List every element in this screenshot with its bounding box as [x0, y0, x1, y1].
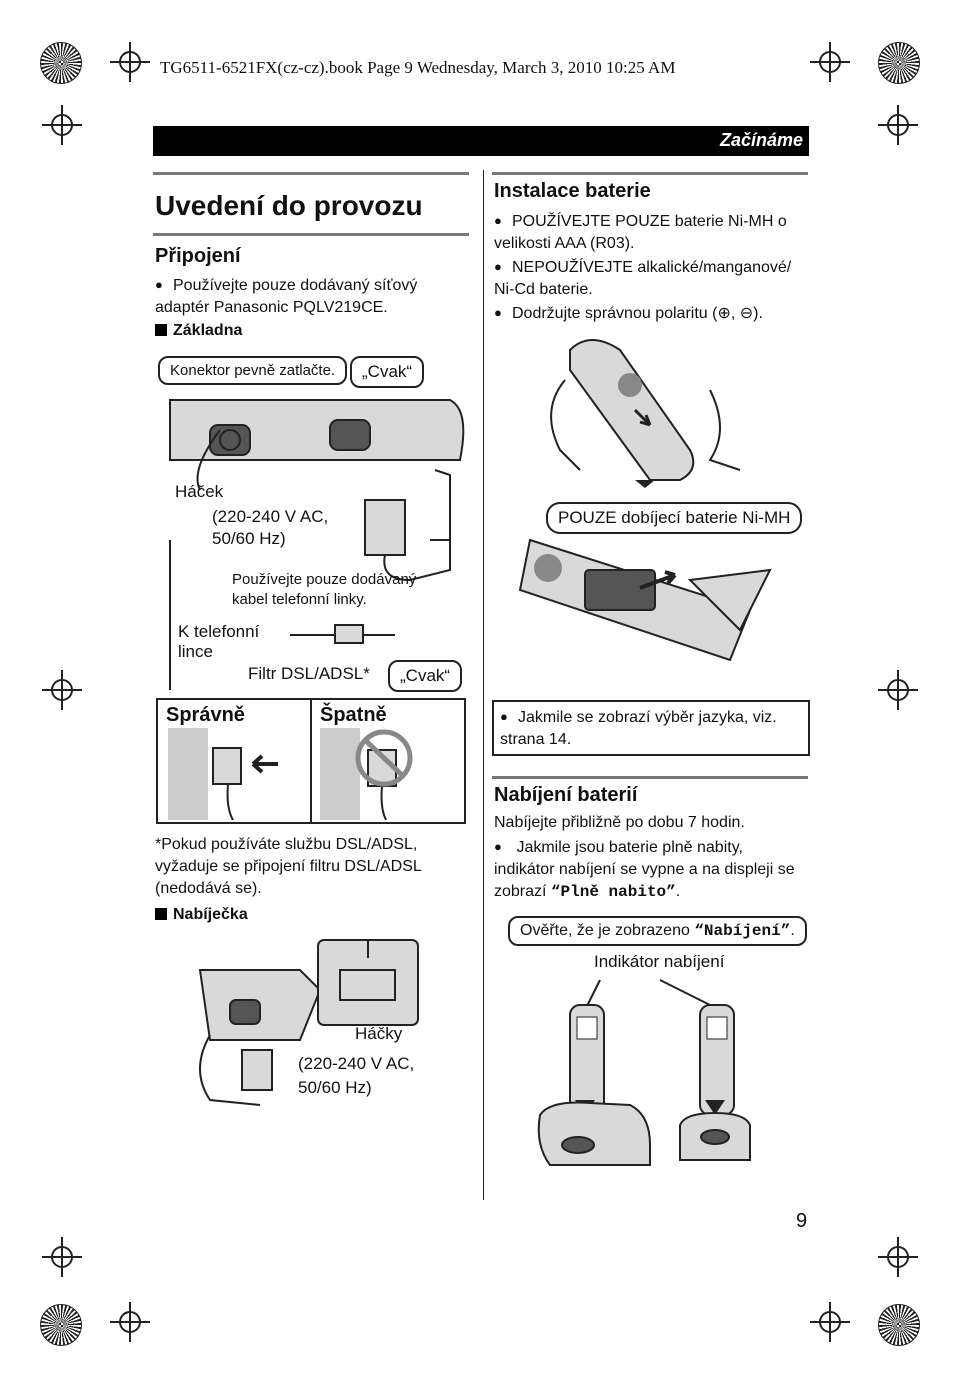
connection-heading: Připojení	[155, 245, 241, 267]
page-title: Uvedení do provozu	[155, 190, 423, 221]
battery-rule	[492, 172, 808, 175]
verify-text: Ověřte, že je zobrazeno	[520, 922, 695, 939]
charging-illustration	[537, 979, 751, 1166]
correct-label: Správně	[166, 704, 245, 726]
base-illustration	[169, 399, 465, 690]
file-info-header: TG6511-6521FX(cz-cz).book Page 9 Wednesd…	[160, 58, 676, 77]
to-line-label: K telefonní lince	[178, 622, 260, 661]
charging-display-text: “Nabíjení”	[694, 922, 791, 940]
language-note-box: Jakmile se zobrazí výběr jazyka, viz. st…	[492, 700, 810, 756]
section-label: Začínáme	[719, 130, 803, 150]
full-charge-display-text: “Plně nabito”	[550, 883, 676, 901]
section-bar: Začínáme	[153, 126, 809, 156]
page-number: 9	[796, 1210, 808, 1232]
charger-illustration	[198, 939, 419, 1106]
charging-bullet-text: Jakmile jsou baterie plně nabity, indiká…	[494, 839, 795, 900]
verify-end: .	[790, 922, 795, 939]
title-rule-top	[153, 172, 469, 175]
hook-label: Háček	[175, 482, 224, 501]
panel-divider	[310, 700, 312, 822]
battery-bullet-2: NEPOUŽÍVEJTE alkalické/manganové/ Ni-Cd …	[494, 256, 794, 301]
voltage-label-1: (220-240 V AC, 50/60 Hz)	[212, 507, 329, 548]
indicator-label: Indikátor nabíjení	[594, 952, 725, 971]
charging-bullet: Jakmile jsou baterie plně nabity, indiká…	[494, 836, 804, 903]
connector-callout: Konektor pevně zatlačte.	[158, 356, 348, 385]
registration-star-top-right	[878, 42, 920, 84]
voltage-label-2: (220-240 V AC, 50/60 Hz)	[298, 1054, 415, 1097]
click-callout-1: „Cvak“	[350, 356, 425, 388]
base-label: Základna	[155, 320, 242, 342]
registration-star-bottom-left	[40, 1304, 82, 1346]
battery-bullet-1: POUŽÍVEJTE POUZE baterie Ni-MH o velikos…	[494, 210, 794, 255]
connection-bullet: Používejte pouze dodávaný síťový adaptér…	[155, 274, 455, 319]
verify-callout: Ověřte, že je zobrazeno “Nabíjení”.	[508, 916, 807, 946]
charging-rule	[492, 776, 808, 779]
charging-heading: Nabíjení baterií	[494, 784, 638, 806]
battery-bullet-3: Dodržujte správnou polaritu (⊕, ⊖).	[494, 302, 794, 325]
correct-wrong-drawings	[168, 728, 413, 820]
battery-illustration	[518, 339, 772, 662]
title-rule-bottom	[153, 233, 469, 236]
click-callout-2: „Cvak“	[388, 660, 463, 692]
charger-label: Nabíječka	[155, 904, 248, 926]
registration-star-top-left	[40, 42, 82, 84]
hooks-label: Háčky	[355, 1024, 403, 1043]
use-cable-note: Používejte pouze dodávaný kabel telefonn…	[232, 571, 417, 608]
correct-wrong-panel: Správně Špatně	[156, 698, 466, 824]
wrong-label: Špatně	[320, 704, 387, 726]
filter-label: Filtr DSL/ADSL*	[248, 664, 370, 683]
rechargeable-callout: POUZE dobíjecí baterie Ni-MH	[546, 502, 803, 534]
language-note: Jakmile se zobrazí výběr jazyka, viz. st…	[500, 706, 790, 751]
battery-heading: Instalace baterie	[494, 180, 651, 202]
column-divider	[483, 170, 484, 1200]
dsl-footnote: *Pokud používáte službu DSL/ADSL, vyžadu…	[155, 836, 422, 897]
registration-star-bottom-right	[878, 1304, 920, 1346]
charging-text: Nabíjejte přibližně po dobu 7 hodin.	[494, 814, 745, 831]
charging-bullet-end: .	[675, 883, 681, 900]
